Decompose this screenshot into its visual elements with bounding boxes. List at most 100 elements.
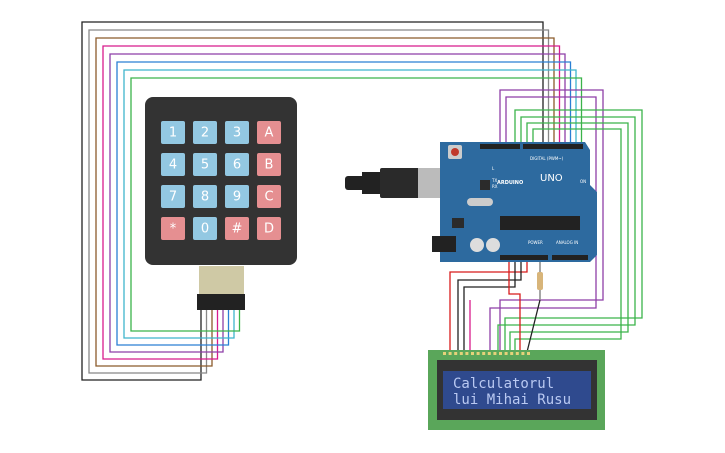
key-5[interactable]: 5	[193, 153, 217, 176]
keypad[interactable]: 1 2 3 A 4 5 6 B 7 8 9 C * 0 # D	[145, 97, 297, 310]
lcd-pin	[465, 352, 469, 355]
lcd-wire	[504, 109, 643, 352]
key-cap	[161, 121, 185, 144]
key-label: 5	[201, 158, 209, 173]
key-C[interactable]: C	[257, 185, 281, 208]
key-cap	[161, 217, 185, 240]
analog-label: ANALOG IN	[556, 240, 578, 245]
key-label: 1	[169, 126, 177, 141]
reset-button-cap	[451, 148, 459, 156]
digital-header-2	[523, 144, 583, 149]
key-cap	[193, 121, 217, 144]
power-label: POWER	[528, 240, 543, 245]
key-A[interactable]: A	[257, 121, 281, 144]
resistor[interactable]	[537, 262, 543, 300]
lcd-pin	[499, 352, 502, 355]
lcd-line-1: Calculatorul	[453, 376, 554, 392]
keypad-wire	[102, 45, 561, 360]
lcd-pin	[471, 352, 474, 355]
lcd-pin	[510, 352, 514, 355]
led-l-label: L	[492, 166, 495, 171]
key-label: A	[265, 126, 274, 141]
power-header	[500, 255, 548, 260]
key-label: D	[264, 222, 274, 237]
key-cap	[193, 217, 217, 240]
key-label: 9	[233, 190, 241, 205]
key-cap	[257, 185, 281, 208]
key-label: C	[264, 190, 273, 205]
lcd-wire	[449, 257, 528, 352]
tx-label: TX	[491, 178, 497, 183]
lcd-wire	[526, 299, 541, 353]
key-#[interactable]: #	[225, 217, 249, 240]
key-B[interactable]: B	[257, 153, 281, 176]
keypad-wire	[95, 37, 555, 367]
lcd-pin	[482, 352, 486, 355]
key-label: 7	[169, 190, 177, 205]
key-8[interactable]: 8	[193, 185, 217, 208]
key-cap	[161, 153, 185, 176]
on-label: ON	[580, 179, 586, 184]
key-3[interactable]: 3	[225, 121, 249, 144]
key-label: 8	[201, 190, 209, 205]
key-label: 2	[201, 126, 209, 141]
key-label: 3	[233, 126, 241, 141]
lcd-wire	[463, 257, 516, 352]
lcd-pin	[459, 352, 463, 355]
key-0[interactable]: 0	[193, 217, 217, 240]
key-7[interactable]: 7	[161, 185, 185, 208]
lcd-wire	[514, 128, 622, 352]
key-cap	[257, 217, 281, 240]
chip-small	[480, 180, 490, 190]
key-label: #	[232, 222, 243, 237]
key-cap	[257, 153, 281, 176]
arduino-board	[440, 142, 597, 262]
lcd-pin	[487, 352, 491, 355]
lcd-wire	[508, 257, 521, 352]
lcd-wire	[497, 116, 636, 352]
rx-label: RX	[492, 184, 498, 189]
lcd-wire	[509, 122, 629, 352]
key-6[interactable]: 6	[225, 153, 249, 176]
lcd-pin	[476, 352, 480, 355]
key-D[interactable]: D	[257, 217, 281, 240]
capacitor-1	[470, 238, 484, 252]
regulator	[452, 218, 464, 228]
key-4[interactable]: 4	[161, 153, 185, 176]
lcd-wire	[499, 89, 604, 352]
key-label: *	[170, 222, 177, 237]
digital-label: DIGITAL (PWM~)	[530, 156, 564, 161]
arduino-uno[interactable]: DIGITAL (PWM~) ARDUINO UNO L TX RX ON PO…	[432, 142, 597, 262]
crystal	[467, 198, 493, 206]
usb-cable	[345, 168, 448, 198]
lcd-pin	[515, 352, 519, 355]
key-cap	[257, 121, 281, 144]
lcd-wires	[449, 89, 643, 353]
key-9[interactable]: 9	[225, 185, 249, 208]
key-label: B	[265, 158, 274, 173]
lcd-pin	[521, 352, 525, 355]
lcd-pin	[443, 352, 446, 355]
lcd-16x2[interactable]: Calculatorul lui Mihai Rusu	[428, 350, 605, 430]
power-jack	[432, 236, 456, 252]
keypad-connector	[197, 294, 245, 310]
key-2[interactable]: 2	[193, 121, 217, 144]
key-cap	[225, 121, 249, 144]
keypad-wire	[81, 21, 544, 381]
keypad-wire	[123, 69, 577, 339]
lcd-screen	[443, 371, 591, 409]
keypad-wires	[81, 21, 583, 381]
key-*[interactable]: *	[161, 217, 185, 240]
key-cap	[225, 185, 249, 208]
lcd-line-2: lui Mihai Rusu	[453, 392, 571, 408]
lcd-pin	[504, 352, 508, 355]
key-label: 4	[169, 158, 177, 173]
key-label: 0	[201, 222, 209, 237]
key-cap	[161, 185, 185, 208]
key-cap	[193, 185, 217, 208]
key-1[interactable]: 1	[161, 121, 185, 144]
keypad-wire	[88, 29, 550, 374]
key-cap	[225, 217, 249, 240]
analog-header	[552, 255, 588, 260]
